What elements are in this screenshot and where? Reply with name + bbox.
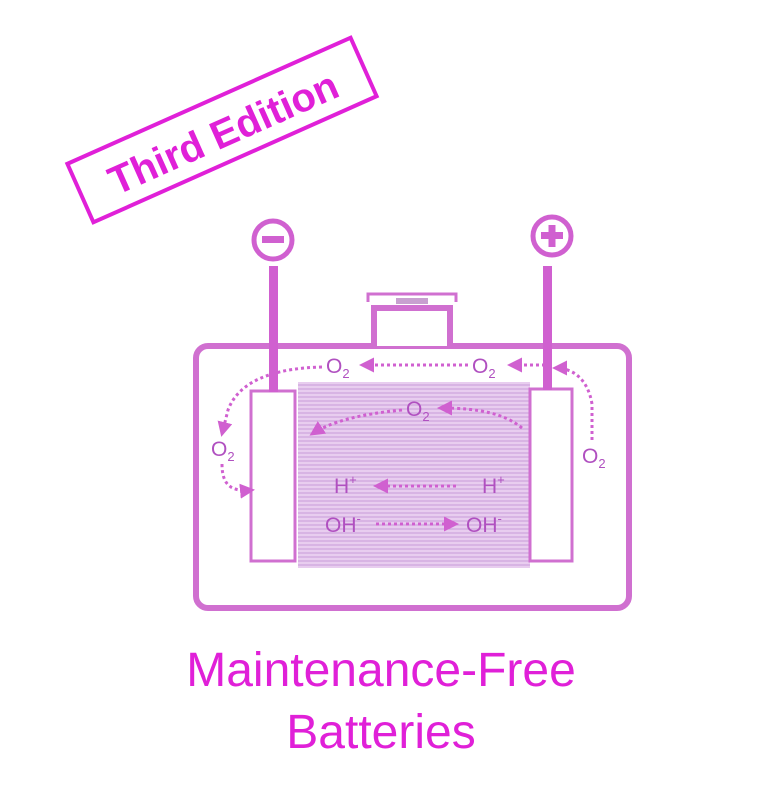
o2-label-middle: O2 [406, 398, 430, 424]
positive-terminal [530, 214, 574, 258]
negative-terminal [251, 218, 295, 262]
h-ion-label-right: H+ [482, 472, 505, 498]
o2-label-top-right: O2 [472, 355, 496, 381]
h-ion-label-left: H+ [334, 472, 357, 498]
arrow-o2-left-in [220, 463, 255, 499]
edition-stamp: Third Edition [64, 35, 380, 225]
title-line-2: Batteries [286, 706, 476, 759]
o2-label-top-left: O2 [326, 355, 350, 381]
negative-plate [249, 389, 297, 563]
positive-plate [528, 387, 574, 563]
oh-ion-label-right: OH- [466, 511, 502, 537]
oh-ion-label-left: OH- [325, 511, 361, 537]
negative-post [269, 266, 278, 392]
title-line-1: Maintenance-Free [186, 644, 576, 697]
o2-label-right: O2 [582, 445, 606, 471]
arrow-o2-middle-right [437, 400, 523, 430]
vent-cap [366, 292, 458, 346]
electrolyte [298, 382, 530, 568]
o2-label-left: O2 [211, 438, 235, 464]
arrow-o2-middle-left [309, 408, 403, 436]
arrow-o2-right-up [552, 360, 594, 440]
positive-post [543, 266, 552, 390]
